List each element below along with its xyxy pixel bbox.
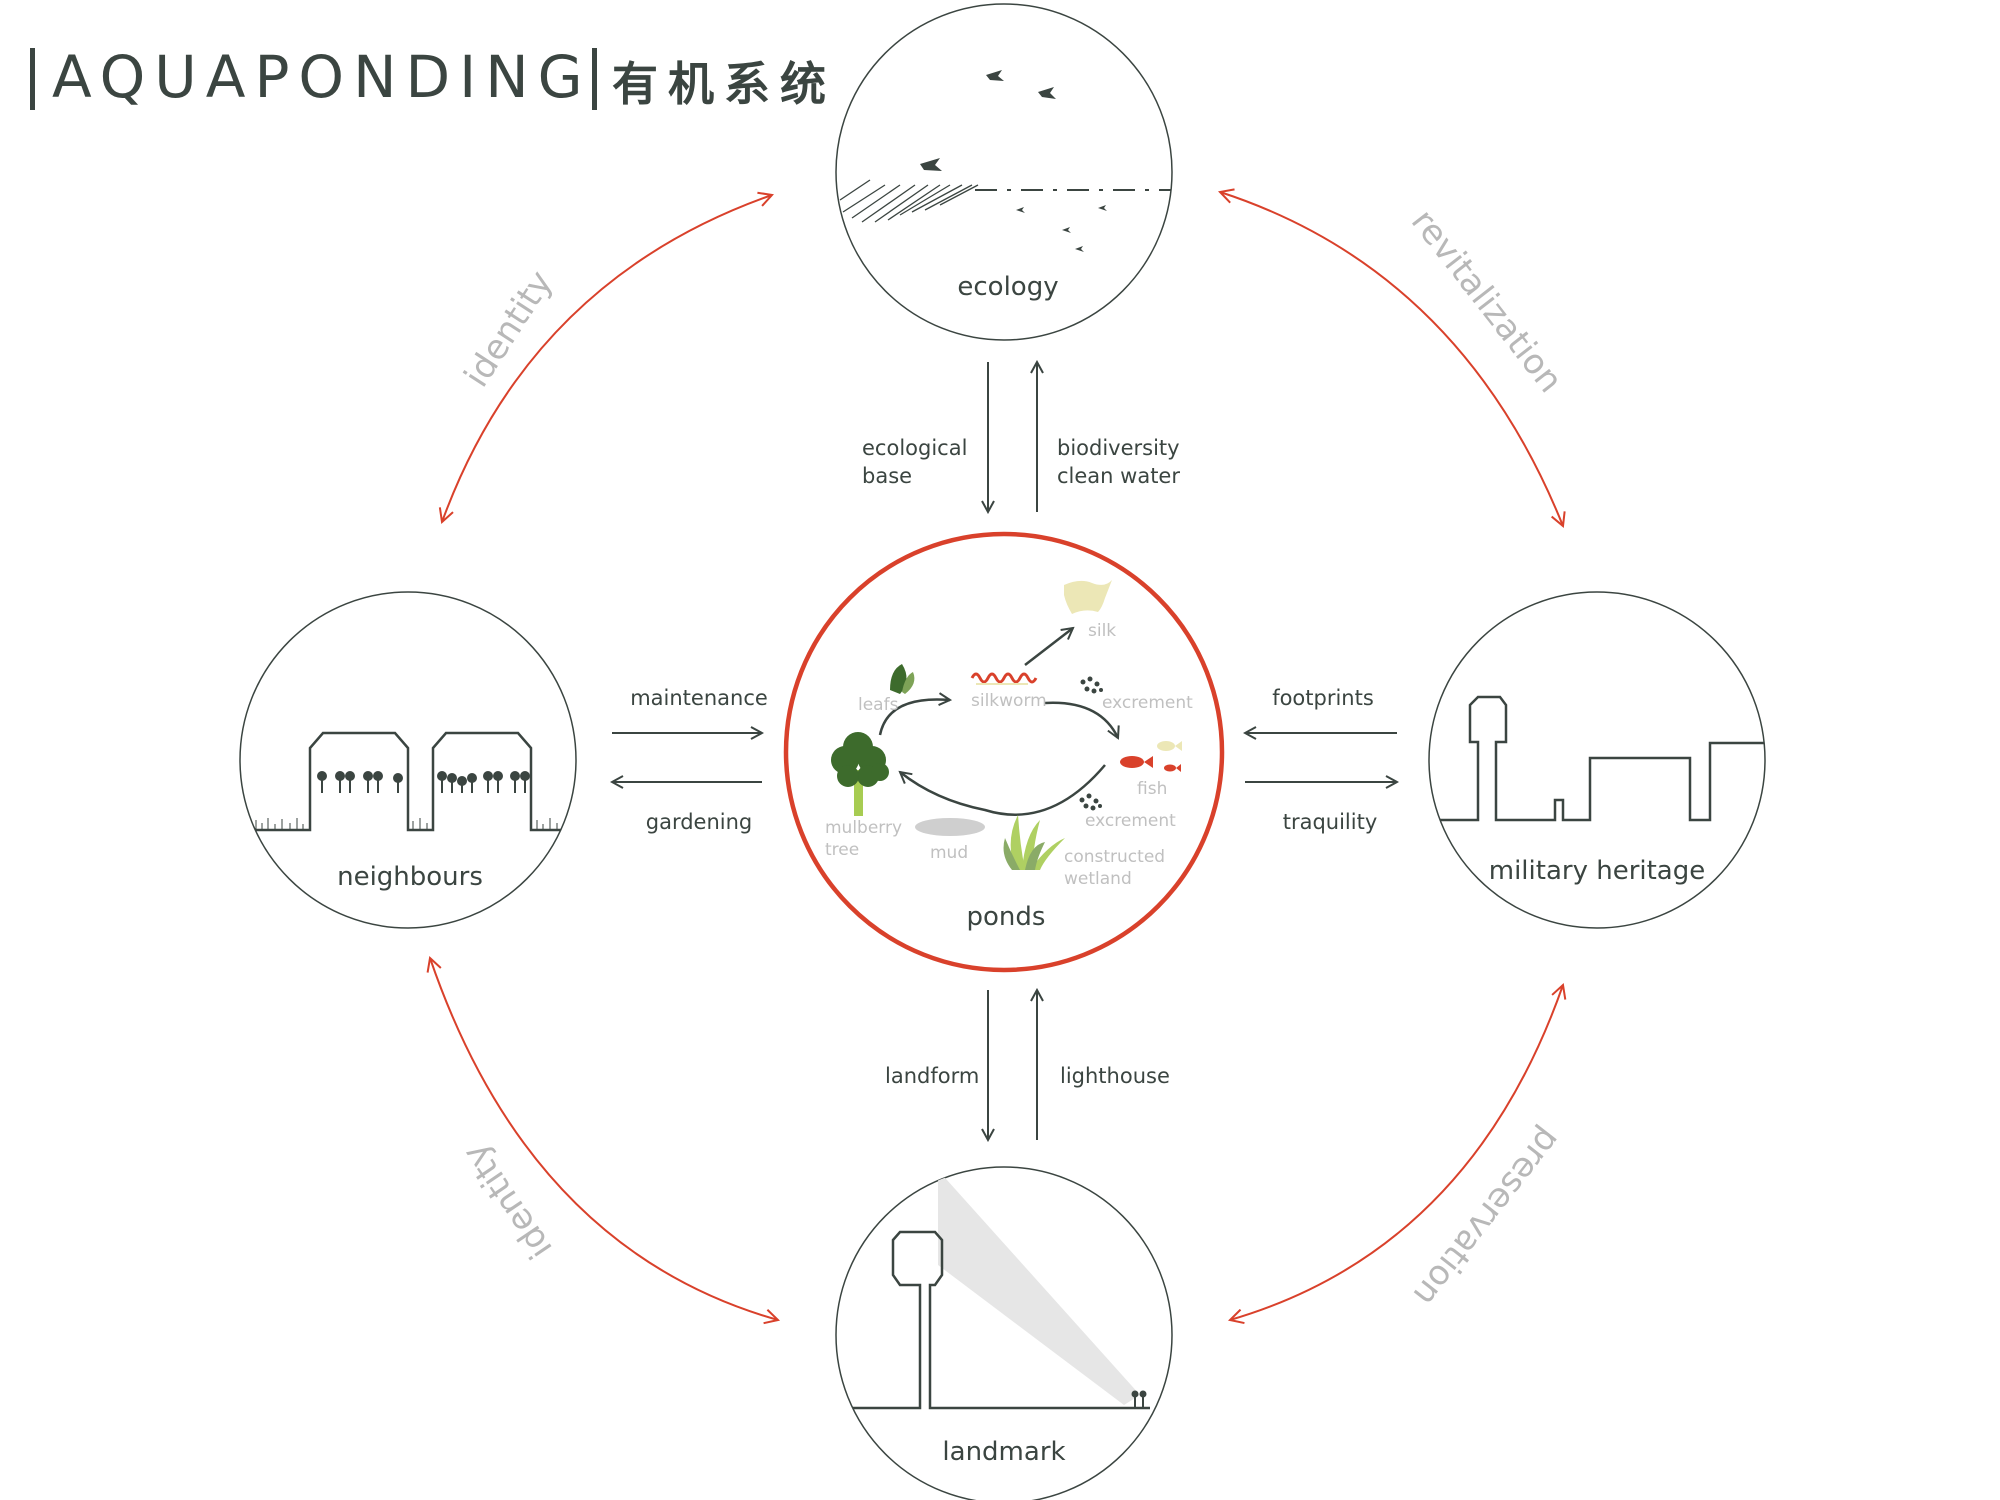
pond-cycle-arrows [878,628,1118,816]
label-silkworm: silkworm [971,691,1047,711]
label-fish: fish [1137,779,1167,799]
military-circle [1428,591,1766,929]
landmark-label: landmark [942,1437,1065,1467]
bottom-link-arrows [988,990,1037,1140]
node-landmark: landmark [835,1166,1173,1500]
military-label: military heritage [1489,856,1705,886]
military-scene [1429,695,1765,822]
label-ecological: ecological [862,436,967,460]
light-beam [938,1170,1140,1405]
title-chinese: 有机系统 [612,57,836,111]
top-link-arrows [988,362,1037,512]
ecology-label: ecology [957,272,1058,302]
title-bar-right [592,48,597,110]
arrow-identity-top [442,195,772,522]
node-military-heritage: military heritage [1428,591,1766,929]
label-clean-water: clean water [1057,464,1180,488]
bird-icon [920,70,1107,252]
ecology-circle [835,3,1173,341]
excrement-icon [1079,676,1103,811]
ecology-scene [839,179,1172,223]
tree-icon [317,771,530,793]
label-mulberry: mulberry [825,818,902,838]
landmark-scene [846,1170,1150,1410]
label-maintenance: maintenance [630,686,768,710]
label-base: base [862,464,912,488]
outer-arrows [430,192,1563,1320]
label-excrement-1: excrement [1102,693,1193,713]
mud-icon [915,818,985,836]
tree-icon-mulberry [831,732,889,816]
neighbours-scene [250,731,570,832]
label-excrement-2: excrement [1085,811,1176,831]
ponds-circle [783,531,1225,973]
fish-icon [1120,741,1182,772]
label-constructed: constructed [1064,847,1165,867]
node-neighbours: neighbours [239,591,577,929]
label-lighthouse: lighthouse [1060,1064,1170,1088]
silk-icon [1064,580,1112,614]
silkworm-icon [970,672,1038,685]
label-identity-top: identity [457,264,561,395]
tower-icon [1429,695,1765,822]
arrow-fish-tree [900,764,1106,816]
label-traquility: traquility [1283,810,1378,834]
arrow-revitalization [1220,192,1563,526]
label-gardening: gardening [646,810,753,834]
label-tree: tree [825,840,859,860]
label-biodiversity: biodiversity [1057,436,1180,460]
label-footprints: footprints [1272,686,1374,710]
label-wetland: wetland [1064,869,1132,889]
label-silk: silk [1088,621,1116,641]
arrow-silkworm-silk [1024,628,1073,666]
leaf-icon [890,664,915,694]
right-link-arrows [1245,733,1397,782]
landmark-circle [835,1166,1173,1500]
label-preservation: preservation [1405,1120,1569,1314]
arrow-preservation [1230,985,1563,1320]
label-identity-bottom: identity [455,1136,561,1266]
ponds-label: ponds [967,902,1046,932]
label-leafs: leafs [858,695,899,715]
arrow-silkworm-fish [1044,701,1118,738]
label-revitalization: revitalization [1403,202,1570,400]
title-block: AQUAPONDING 有机系统 [30,43,836,111]
title-main: AQUAPONDING [52,43,592,111]
label-mud: mud [930,843,968,863]
arrow-identity-bottom [430,958,778,1320]
arrow-leafs-silkworm [878,699,950,736]
left-link-arrows [612,733,762,782]
wetland-icon [1003,815,1065,870]
label-landform: landform [885,1064,979,1088]
title-bar-left [30,48,35,110]
node-ecology: ecology [835,3,1173,341]
lighthouse-icon [846,1230,1150,1410]
neighbours-label: neighbours [337,862,483,892]
pond-cycle-labels: leafs silkworm silk excrement fish excre… [825,621,1193,889]
node-ponds: leafs silkworm silk excrement fish excre… [783,531,1225,973]
